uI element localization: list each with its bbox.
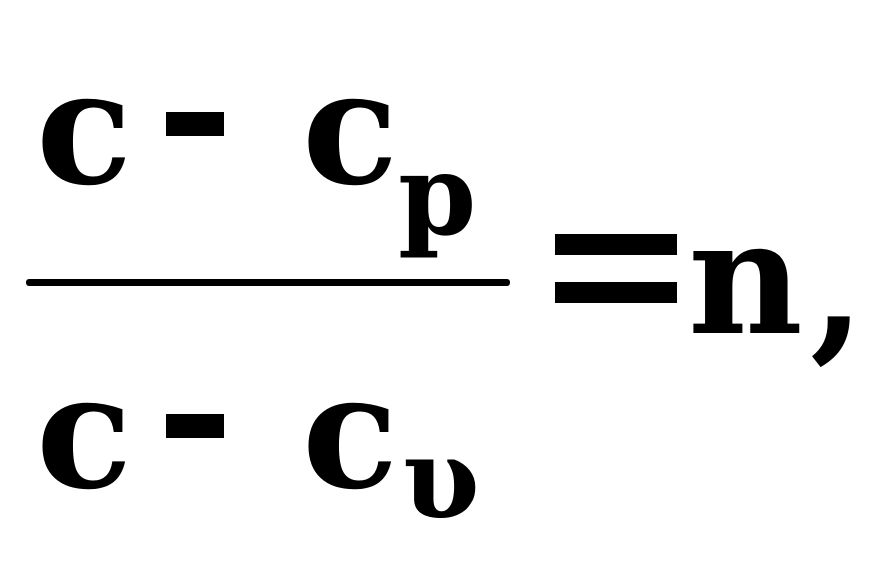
denominator-minus-sign <box>166 414 224 438</box>
numerator-c-p: c <box>302 36 399 221</box>
fraction-bar <box>26 279 510 286</box>
trailing-comma: , <box>810 194 866 379</box>
rhs-n: n <box>688 186 803 371</box>
subscript-p: p <box>398 130 477 261</box>
subscript-upsilon: υ <box>402 414 480 545</box>
denominator-c-v: c <box>302 340 399 525</box>
numerator-c: c <box>36 36 133 221</box>
equals-bar-bottom <box>555 282 677 303</box>
numerator-minus-sign <box>166 112 224 136</box>
denominator-c: c <box>36 340 133 525</box>
equals-bar-top <box>555 234 677 255</box>
